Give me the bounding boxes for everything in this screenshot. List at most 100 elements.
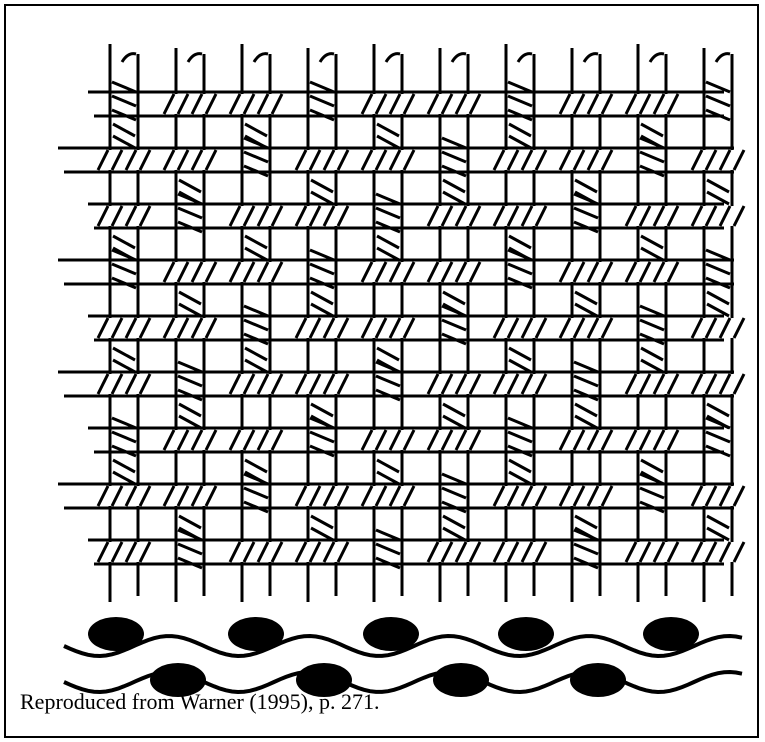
warp-twist-mark xyxy=(178,208,202,218)
warp-twist-mark xyxy=(310,96,334,106)
warp-twist-mark xyxy=(179,292,201,304)
cross-section-weft-dot xyxy=(643,617,699,651)
warp-twist-mark xyxy=(443,180,465,192)
warp-twist-mark xyxy=(706,96,730,106)
warp-twist-mark xyxy=(112,432,136,442)
warp-twist-mark xyxy=(640,152,664,162)
warp-twist-mark xyxy=(179,304,201,316)
warp-twist-mark xyxy=(244,320,268,330)
warp-twist-mark xyxy=(178,376,202,386)
warp-twist-mark xyxy=(377,236,399,248)
warp-twist-mark xyxy=(179,528,201,540)
warp-twist-mark xyxy=(377,460,399,472)
warp-twist-mark xyxy=(575,304,597,316)
warp-twist-mark xyxy=(641,136,663,148)
warp-hook xyxy=(452,54,466,62)
warp-hook xyxy=(716,54,730,62)
warp-twist-mark xyxy=(442,152,466,162)
warp-twist-mark xyxy=(641,460,663,472)
cross-section-weft-dot xyxy=(88,617,144,651)
warp-twist-mark xyxy=(376,376,400,386)
warp-twist-mark xyxy=(112,96,136,106)
warp-twist-mark xyxy=(113,360,135,372)
warp-twist-mark xyxy=(377,248,399,260)
warp-twist-mark xyxy=(707,516,729,528)
warp-twist-mark xyxy=(311,404,333,416)
warp-twist-mark xyxy=(508,432,532,442)
warp-twist-mark xyxy=(178,544,202,554)
warp-twist-mark xyxy=(574,544,598,554)
warp-twist-mark xyxy=(575,516,597,528)
warp-hook xyxy=(320,54,334,62)
warp-twist-mark xyxy=(113,124,135,136)
warp-twist-mark xyxy=(509,360,531,372)
warp-twist-mark xyxy=(377,472,399,484)
warp-twist-mark xyxy=(179,180,201,192)
warp-hook xyxy=(650,54,664,62)
warp-twist-mark xyxy=(245,136,267,148)
warp-twist-mark xyxy=(509,236,531,248)
warp-twist-mark xyxy=(707,416,729,428)
warp-twist-mark xyxy=(575,528,597,540)
warp-twist-mark xyxy=(574,208,598,218)
warp-twist-mark xyxy=(113,348,135,360)
warp-twist-mark xyxy=(641,124,663,136)
warp-twist-mark xyxy=(707,304,729,316)
warp-twist-mark xyxy=(377,348,399,360)
cross-section-weft-dot xyxy=(363,617,419,651)
warp-twist-mark xyxy=(179,416,201,428)
warp-twist-mark xyxy=(245,248,267,260)
warp-twist-mark xyxy=(509,460,531,472)
warp-twist-mark xyxy=(443,304,465,316)
warp-twist-mark xyxy=(245,360,267,372)
warp-twist-mark xyxy=(244,488,268,498)
cross-section-weft-dot xyxy=(228,617,284,651)
warp-twist-mark xyxy=(443,404,465,416)
warp-twist-mark xyxy=(574,376,598,386)
warp-twist-mark xyxy=(311,192,333,204)
warp-twist-mark xyxy=(509,472,531,484)
warp-twist-mark xyxy=(179,404,201,416)
warp-twist-mark xyxy=(113,248,135,260)
warp-twist-mark xyxy=(310,432,334,442)
warp-twist-mark xyxy=(575,292,597,304)
warp-twist-mark xyxy=(509,124,531,136)
warp-twist-mark xyxy=(443,292,465,304)
warp-twist-mark xyxy=(377,360,399,372)
warp-twist-mark xyxy=(311,304,333,316)
warp-hook xyxy=(254,54,268,62)
figure-caption: Reproduced from Warner (1995), p. 271. xyxy=(20,689,380,715)
cross-section-weft-dot xyxy=(498,617,554,651)
warp-twist-mark xyxy=(245,124,267,136)
warp-twist-mark xyxy=(310,264,334,274)
warp-twist-mark xyxy=(641,348,663,360)
warp-twist-mark xyxy=(707,180,729,192)
warp-twist-mark xyxy=(311,528,333,540)
warp-twist-mark xyxy=(442,320,466,330)
warp-twist-mark xyxy=(508,264,532,274)
warp-twist-mark xyxy=(311,516,333,528)
warp-twist-mark xyxy=(706,432,730,442)
warp-twist-mark xyxy=(509,248,531,260)
warp-twist-mark xyxy=(509,348,531,360)
warp-twist-mark xyxy=(640,320,664,330)
cross-section-weft-dot xyxy=(570,663,626,697)
warp-twist-mark xyxy=(377,124,399,136)
warp-twist-mark xyxy=(641,248,663,260)
warp-twist-mark xyxy=(443,192,465,204)
warp-twist-mark xyxy=(443,528,465,540)
warp-twist-mark xyxy=(377,136,399,148)
warp-twist-mark xyxy=(443,516,465,528)
warp-hook xyxy=(386,54,400,62)
warp-twist-mark xyxy=(245,348,267,360)
warp-twist-mark xyxy=(641,472,663,484)
warp-twist-mark xyxy=(575,404,597,416)
warp-twist-mark xyxy=(641,236,663,248)
warp-hook xyxy=(188,54,202,62)
warp-twist-mark xyxy=(443,416,465,428)
warp-twist-mark xyxy=(707,192,729,204)
warp-twist-mark xyxy=(376,208,400,218)
warp-twist-mark xyxy=(244,152,268,162)
warp-twist-mark xyxy=(707,528,729,540)
warp-twist-mark xyxy=(575,180,597,192)
